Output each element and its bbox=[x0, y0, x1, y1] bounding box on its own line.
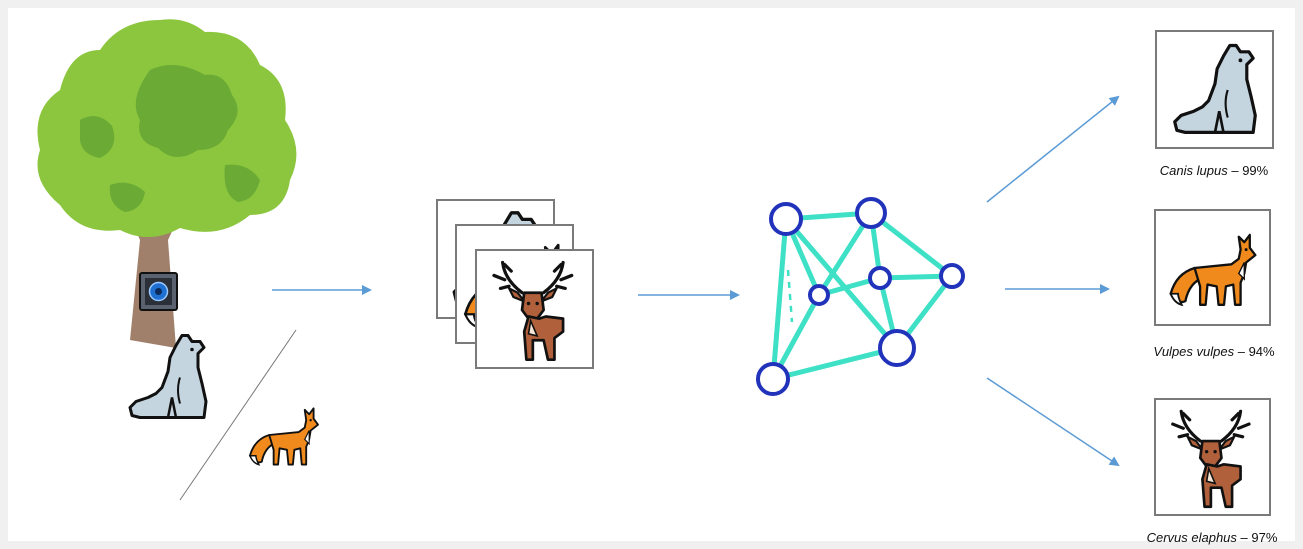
separator-line bbox=[179, 329, 297, 501]
result-caption-deer: Cervus elaphus – 97% bbox=[1146, 530, 1278, 545]
camera-trap-icon bbox=[139, 272, 178, 311]
network-node bbox=[939, 263, 965, 289]
confidence-value: 94% bbox=[1248, 344, 1275, 359]
captured-images-stack bbox=[436, 199, 594, 369]
neural-network-icon bbox=[756, 197, 965, 396]
arrow-to-result-3 bbox=[986, 377, 1120, 467]
confidence-value: 97% bbox=[1251, 530, 1278, 545]
result-tile-fox bbox=[1154, 209, 1271, 326]
result-caption-fox: Vulpes vulpes – 94% bbox=[1153, 344, 1275, 359]
result-caption-wolf: Canis lupus – 99% bbox=[1159, 163, 1269, 178]
network-node bbox=[868, 266, 892, 290]
result-tile-wolf bbox=[1155, 30, 1274, 149]
arrow-to-result-1 bbox=[986, 95, 1120, 203]
confidence-value: 99% bbox=[1242, 163, 1269, 178]
species-name: Vulpes vulpes bbox=[1153, 344, 1235, 359]
network-node bbox=[808, 284, 830, 306]
captured-image-deer bbox=[475, 249, 594, 369]
species-name: Canis lupus bbox=[1159, 163, 1228, 178]
network-node bbox=[756, 362, 790, 396]
network-node bbox=[769, 202, 803, 236]
network-node bbox=[855, 197, 887, 229]
network-node bbox=[878, 329, 916, 367]
result-tile-deer bbox=[1154, 398, 1271, 516]
species-name: Cervus elaphus bbox=[1146, 530, 1237, 545]
